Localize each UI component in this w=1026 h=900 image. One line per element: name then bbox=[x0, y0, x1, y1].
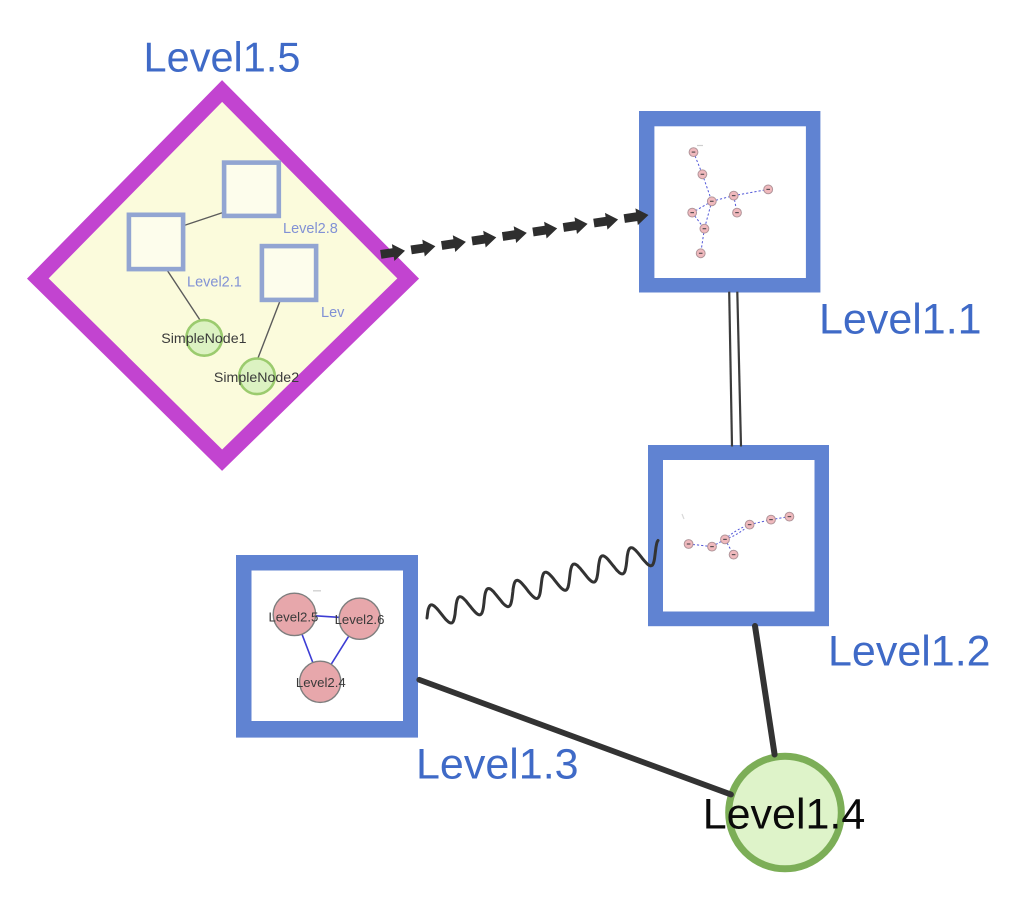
svg-text:Level2.5: Level2.5 bbox=[268, 609, 318, 624]
svg-text:Level2.8: Level2.8 bbox=[283, 221, 338, 237]
svg-text:Level1.1: Level1.1 bbox=[819, 295, 982, 343]
svg-text:Level2.6: Level2.6 bbox=[335, 612, 385, 627]
svg-text:Level1.4: Level1.4 bbox=[703, 790, 866, 838]
svg-text:Level1.5: Level1.5 bbox=[144, 34, 301, 81]
svg-text:SimpleNode1: SimpleNode1 bbox=[161, 331, 246, 347]
svg-text:Level1.3: Level1.3 bbox=[416, 740, 579, 788]
svg-text:SimpleNode2: SimpleNode2 bbox=[214, 370, 299, 386]
svg-text:Level2.4: Level2.4 bbox=[296, 675, 346, 690]
svg-text:Level2.1: Level2.1 bbox=[187, 275, 242, 291]
svg-text:Level1.2: Level1.2 bbox=[828, 627, 991, 675]
svg-text:Lev: Lev bbox=[321, 305, 345, 321]
